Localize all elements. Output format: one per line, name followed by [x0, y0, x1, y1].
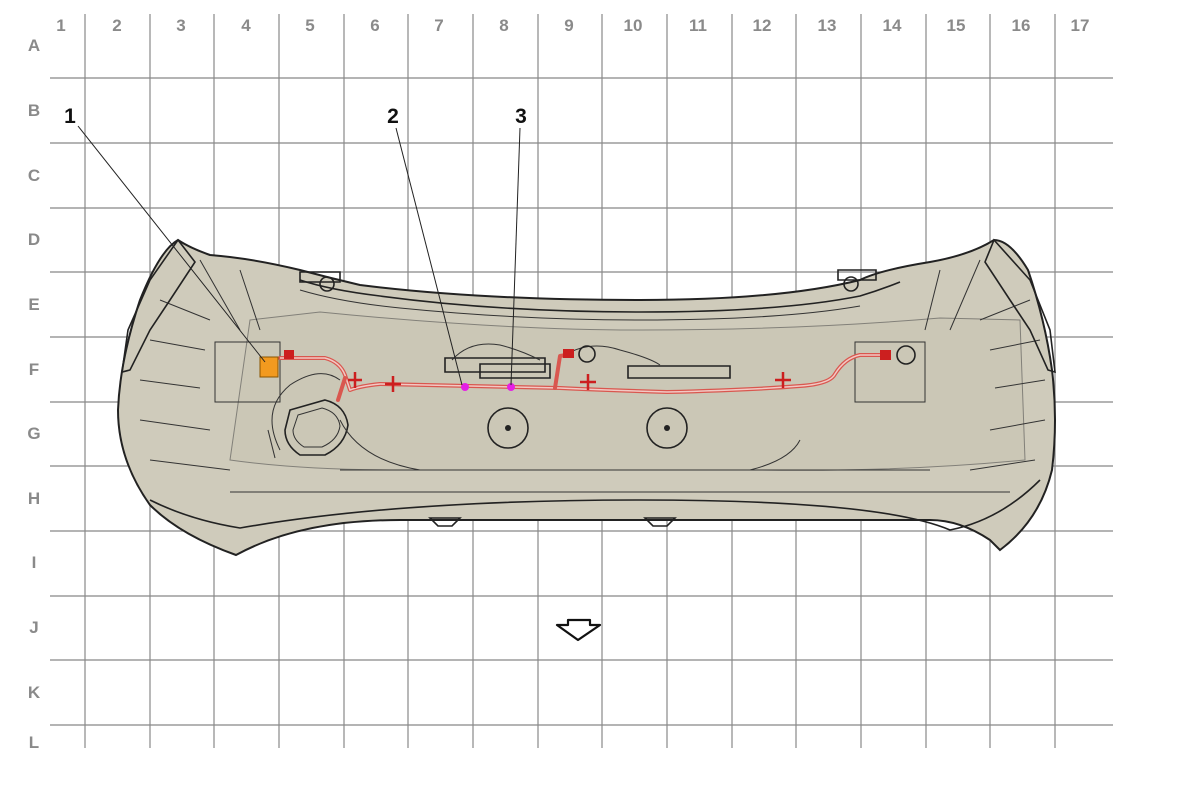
- left-mount-plate: [214, 341, 281, 403]
- top-clip-right-hole: [843, 276, 859, 292]
- row-label: H: [28, 489, 40, 508]
- callout-label-2: 2: [387, 105, 399, 128]
- column-label: 6: [370, 16, 379, 35]
- bumper-upper-edge: [299, 279, 901, 313]
- orange-connector: [259, 356, 279, 378]
- left-side-ribs: [139, 259, 261, 471]
- plate-wire-loop-right: [564, 345, 661, 366]
- right-mount-plate: [854, 341, 926, 403]
- center-right-sensor: [646, 407, 688, 449]
- plate-light-connector: [578, 345, 596, 363]
- left-fog-loop: [271, 373, 341, 451]
- direction-arrow-icon: [555, 618, 602, 642]
- plate-wire-loop-left: [451, 343, 541, 361]
- row-labels: A B C D E F G H I J K L: [27, 36, 40, 752]
- right-sensor-housing: [896, 345, 916, 365]
- harness-clip: [580, 374, 596, 390]
- column-label: 12: [753, 16, 772, 35]
- center-left-sensor-dot: [505, 425, 511, 431]
- sensor-point-2: [461, 383, 469, 391]
- row-label: B: [28, 101, 40, 120]
- top-clip-left: [299, 271, 341, 283]
- left-fog-lamp-inner: [292, 407, 341, 448]
- bottom-clip: [643, 517, 677, 527]
- center-left-sensor: [487, 407, 529, 449]
- column-label: 10: [624, 16, 643, 35]
- bottom-clip: [428, 517, 462, 527]
- row-label: D: [28, 230, 40, 249]
- row-label: F: [29, 360, 39, 379]
- top-clip-right: [837, 269, 877, 281]
- harness-main-run-highlight: [280, 354, 885, 393]
- left-lower-sweep: [339, 419, 421, 471]
- row-label: A: [28, 36, 40, 55]
- center-right-sensor-dot: [664, 425, 670, 431]
- row-label: J: [29, 618, 38, 637]
- column-label: 13: [818, 16, 837, 35]
- top-clip-left-hole: [319, 276, 335, 292]
- column-label: 11: [689, 16, 707, 35]
- right-lower-sweep: [749, 439, 820, 471]
- harness-branch-left: [336, 376, 347, 402]
- harness-connector-center: [563, 349, 574, 358]
- row-label: K: [28, 683, 41, 702]
- callout-leader-1: [77, 125, 266, 363]
- harness-clip: [348, 372, 362, 388]
- callout-label-3: 3: [515, 105, 527, 128]
- column-label: 16: [1012, 16, 1031, 35]
- column-label: 7: [434, 16, 443, 35]
- plate-light-bracket-right: [627, 365, 731, 379]
- harness-clip: [775, 372, 791, 388]
- right-corner-bracket: [984, 238, 1056, 374]
- bumper-lower-edge: [149, 479, 1041, 531]
- plate-light-bracket-center: [479, 363, 551, 379]
- column-label: 8: [499, 16, 508, 35]
- column-label: 4: [241, 16, 251, 35]
- row-label: L: [29, 733, 39, 752]
- left-corner-bracket: [121, 238, 196, 374]
- harness-clip: [385, 376, 401, 392]
- column-labels: 1 2 3 4 5 6 7 8 9 10 11 12 13 14 15 16 1…: [56, 16, 1089, 35]
- column-label: 17: [1071, 16, 1090, 35]
- column-label: 15: [947, 16, 966, 35]
- callout-leader-2: [395, 127, 463, 386]
- callout-leader-3: [510, 127, 521, 386]
- harness-connector-left: [284, 350, 294, 359]
- left-fog-wire: [267, 429, 276, 459]
- rear-bumper: [116, 238, 1056, 557]
- wiring-harness: [259, 349, 891, 402]
- callouts: 1 2 3: [64, 105, 527, 386]
- left-fog-lamp-housing: [284, 399, 349, 456]
- bumper-upper-edge-inner: [299, 289, 861, 321]
- row-label: C: [28, 166, 40, 185]
- column-label: 14: [883, 16, 902, 35]
- right-side-ribs: [924, 259, 1046, 471]
- callout-label-1: 1: [64, 105, 76, 128]
- sensor-point-3: [507, 383, 515, 391]
- column-label: 1: [56, 16, 65, 35]
- row-label: E: [28, 295, 39, 314]
- row-label: I: [32, 553, 37, 572]
- column-label: 5: [305, 16, 314, 35]
- row-label: G: [27, 424, 40, 443]
- column-label: 9: [564, 16, 573, 35]
- column-label: 2: [112, 16, 121, 35]
- harness-connector-right: [880, 350, 891, 360]
- column-label: 3: [176, 16, 185, 35]
